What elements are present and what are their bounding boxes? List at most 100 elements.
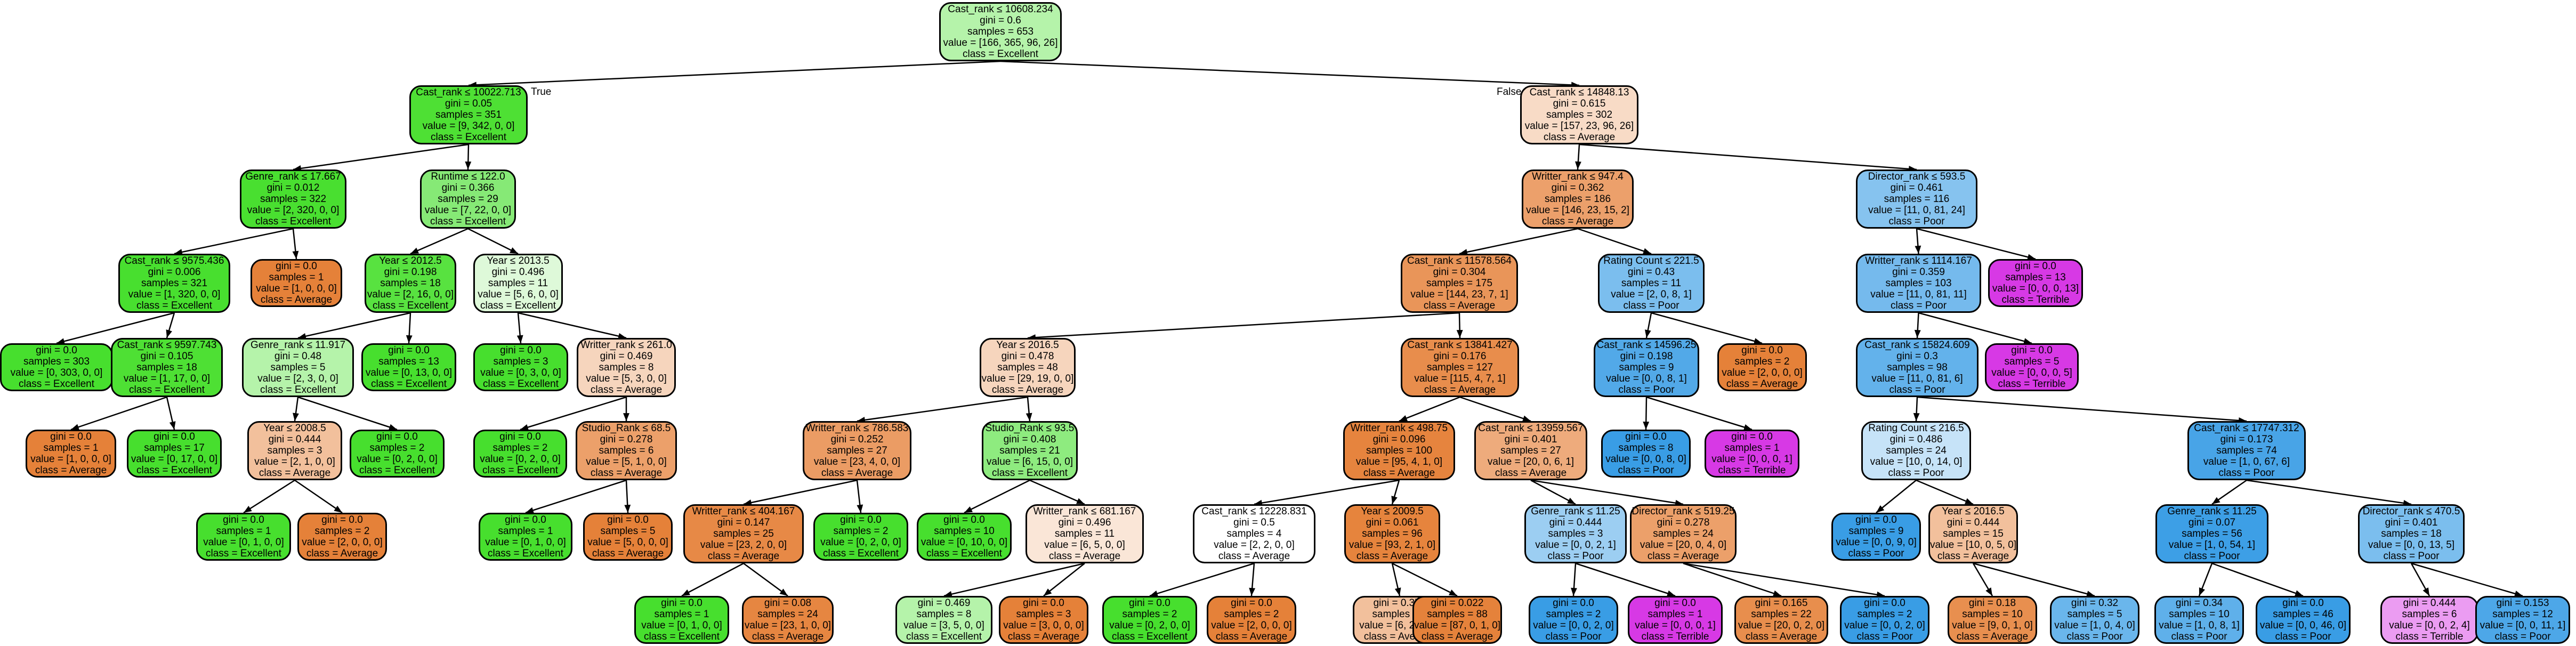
edge-arrowhead xyxy=(623,413,629,421)
node-text-line: samples = 3 xyxy=(493,356,548,367)
edge-40-56 xyxy=(2246,479,2412,505)
node-text-line: class = Poor xyxy=(1888,467,1944,479)
node-text-line: samples = 13 xyxy=(378,356,439,367)
edge-arrowhead xyxy=(71,424,79,430)
node-text-line: samples = 6 xyxy=(2402,609,2457,620)
node-text-line: value = [0, 0, 8, 1] xyxy=(1606,373,1687,384)
node-text-line: Cast_rank ≤ 9575.436 xyxy=(124,255,224,267)
node-text-line: gini = 0.012 xyxy=(267,182,320,193)
node-text-line: class = Terrible xyxy=(2395,631,2464,642)
node-text-line: class = Excellent xyxy=(962,49,1039,60)
edge-35-49 xyxy=(1254,479,1400,505)
node-text-line: value = [10, 0, 5, 0] xyxy=(1929,539,2017,551)
node-text-line: gini = 0.165 xyxy=(1755,597,1808,609)
node-text-line: samples = 17 xyxy=(144,442,205,454)
edge-arrowhead xyxy=(389,424,397,431)
edge-arrowhead xyxy=(174,249,183,255)
edge-arrowhead xyxy=(857,504,863,513)
node-text-line: samples = 12 xyxy=(2492,609,2553,620)
node-text-line: value = [0, 1, 0, 0] xyxy=(203,537,284,548)
node-text-line: gini = 0.022 xyxy=(1431,597,1484,609)
node-text-line: gini = 0.0 xyxy=(943,514,985,526)
node-text-line: Year ≤ 2008.5 xyxy=(263,423,326,434)
node-text-line: value = [0, 1, 0, 0] xyxy=(641,620,722,631)
node-text-line: samples = 96 xyxy=(1362,528,1423,539)
node-text-line: samples = 2 xyxy=(369,442,425,454)
node-text-line: value = [2, 0, 0, 0] xyxy=(1722,367,1803,378)
node-text-line: samples = 2 xyxy=(314,526,370,537)
false-edge-label: False xyxy=(1497,86,1522,98)
edge-arrowhead xyxy=(166,329,172,338)
edge-20-31 xyxy=(520,396,627,431)
edge-arrowhead xyxy=(1575,161,1581,169)
node-text-line: samples = 2 xyxy=(1122,609,1177,620)
edge-48-60 xyxy=(1043,563,1085,596)
node-text-line: Cast_rank ≤ 12228.831 xyxy=(1201,506,1307,517)
edge-54-70 xyxy=(1973,562,2095,597)
node-text-line: value = [0, 0, 2, 4] xyxy=(2389,620,2470,631)
node-text-line: class = Excellent xyxy=(482,378,559,390)
true-edge-label: True xyxy=(531,86,552,98)
edge-55-72 xyxy=(2211,562,2304,597)
node-text-line: gini = 0.408 xyxy=(1003,434,1056,445)
node-text-line: gini = 0.0 xyxy=(50,431,92,442)
node-text-line: gini = 0.05 xyxy=(445,98,492,109)
edge-arrowhead xyxy=(1913,413,1920,421)
edge-arrowhead xyxy=(510,247,518,254)
node-text-line: class = Excellent xyxy=(991,467,1068,479)
node-text-line: Year ≤ 2016.5 xyxy=(1942,506,2005,517)
node-text-line: class = Poor xyxy=(1888,216,1945,227)
edge-arrowhead xyxy=(682,589,690,596)
node-text-line: gini = 0.0 xyxy=(154,431,195,442)
node-text-line: gini = 0.0 xyxy=(1741,345,1783,356)
node-text-line: gini = 0.176 xyxy=(1433,351,1487,362)
node-text-line: class = Average xyxy=(1363,467,1435,479)
node-text-line: samples = 2 xyxy=(1224,609,1279,620)
node-text-line: samples = 29 xyxy=(438,193,498,205)
node-text-line: value = [0, 2, 0, 0] xyxy=(357,454,438,465)
node-text-line: value = [1, 0, 0, 0] xyxy=(30,454,111,465)
node-text-line: value = [1, 0, 8, 1] xyxy=(2159,620,2240,631)
node-text-line: samples = 653 xyxy=(967,26,1034,37)
node-text-line: samples = 8 xyxy=(599,362,654,373)
node-text-line: gini = 0.0 xyxy=(840,514,882,526)
edge-22-36 xyxy=(1459,396,1531,422)
node-text-line: gini = 0.153 xyxy=(2496,597,2549,609)
node-text-line: value = [2, 0, 8, 1] xyxy=(1611,289,1692,300)
node-text-line: samples = 1 xyxy=(654,609,709,620)
node-text-line: class = Poor xyxy=(2066,631,2123,642)
node-text-line: gini = 0.478 xyxy=(1001,351,1054,362)
edge-arrowhead xyxy=(169,421,176,430)
node-text-line: samples = 1 xyxy=(269,272,324,283)
node-text-line: class = Excellent xyxy=(430,216,506,227)
node-text-line: gini = 0.0 xyxy=(1855,514,1897,526)
node-text-line: samples = 3 xyxy=(267,445,322,456)
node-text-line: gini = 0.0 xyxy=(1231,597,1272,609)
node-text-line: gini = 0.0 xyxy=(321,514,363,526)
node-text-line: gini = 0.6 xyxy=(980,15,1021,26)
node-text-line: samples = 186 xyxy=(1544,193,1611,205)
node-text-line: value = [0, 0, 2, 0] xyxy=(1844,620,1925,631)
edge-arrowhead xyxy=(1571,587,1577,596)
edge-arrowhead xyxy=(744,499,752,506)
edge-arrowhead xyxy=(2514,591,2523,597)
edge-5-12 xyxy=(1577,228,1652,255)
edge-arrowhead xyxy=(2027,254,2036,261)
node-text-line: Director_rank ≤ 470.5 xyxy=(2362,506,2460,517)
node-text-line: value = [2, 320, 0, 0] xyxy=(247,205,340,216)
edge-arrowhead xyxy=(1459,249,1468,255)
